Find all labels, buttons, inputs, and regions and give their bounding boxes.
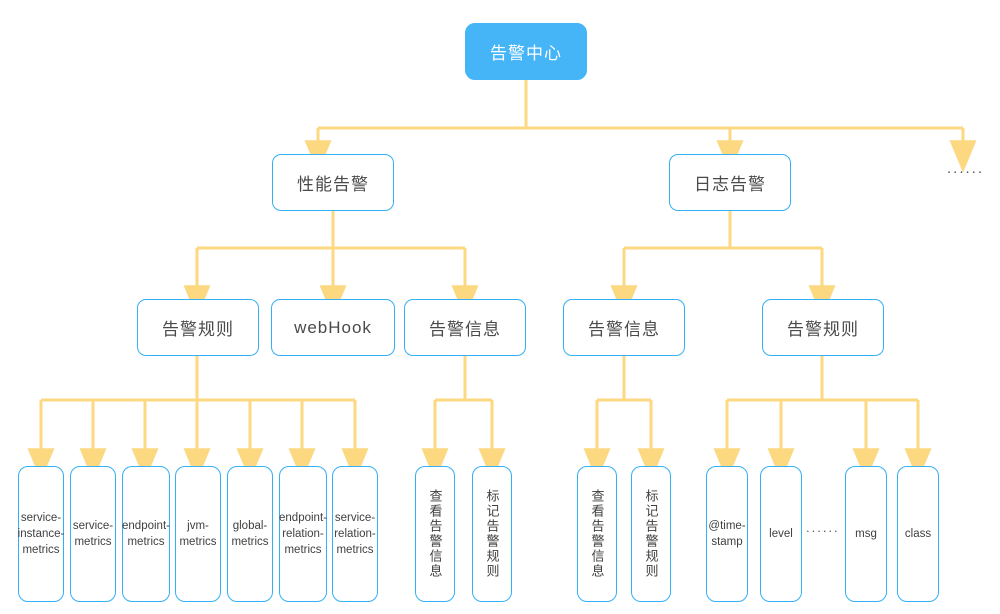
leaf-mark-alarm-rule-log-label: 标记告警规则 — [643, 489, 659, 579]
node-log-alarm-label: 日志告警 — [694, 175, 766, 194]
leaf-jvm-metrics[interactable]: jvm- metrics — [175, 466, 221, 602]
leaf-mark-alarm-rule-log[interactable]: 标记告警规则 — [631, 466, 671, 602]
leaf-mark-alarm-rule-performance-label: 标记告警规则 — [484, 489, 500, 579]
leaf-service-instance-metrics[interactable]: service- instance- metrics — [18, 466, 64, 602]
node-log-alarm-rules[interactable]: 告警规则 — [762, 299, 884, 356]
leaf-service-metrics-label: service- metrics — [72, 520, 114, 548]
leaf-mark-alarm-rule-performance[interactable]: 标记告警规则 — [472, 466, 512, 602]
leaf-msg-label: msg — [855, 528, 877, 540]
node-performance-webhook[interactable]: webHook — [271, 299, 395, 356]
leaf-class-label: class — [904, 528, 932, 540]
node-root-alarm-center[interactable]: 告警中心 — [465, 23, 587, 80]
node-performance-alarm-label: 性能告警 — [297, 175, 369, 194]
leaf-class[interactable]: class — [897, 466, 939, 602]
leaf-timestamp-label: @time- stamp — [708, 520, 746, 548]
leaf-endpoint-relation-metrics[interactable]: endpoint- relation- metrics — [279, 466, 327, 602]
leaf-log-rules-ellipsis: ...... — [806, 520, 840, 535]
leaf-level[interactable]: level — [760, 466, 802, 602]
leaf-view-alarm-message-log-label: 查看告警信息 — [589, 489, 605, 579]
leaf-service-relation-metrics-label: service- relation- metrics — [334, 512, 376, 556]
node-level2-ellipsis: ...... — [947, 160, 985, 177]
node-log-alarm-messages[interactable]: 告警信息 — [563, 299, 685, 356]
node-performance-alarm[interactable]: 性能告警 — [272, 154, 394, 211]
node-log-alarm[interactable]: 日志告警 — [669, 154, 791, 211]
node-log-alarm-rules-label: 告警规则 — [787, 320, 859, 339]
node-log-alarm-messages-label: 告警信息 — [588, 320, 660, 339]
leaf-view-alarm-message-log[interactable]: 查看告警信息 — [577, 466, 617, 602]
leaf-endpoint-metrics[interactable]: endpoint- metrics — [122, 466, 170, 602]
leaf-global-metrics[interactable]: global- metrics — [227, 466, 273, 602]
leaf-endpoint-relation-metrics-label: endpoint- relation- metrics — [279, 512, 327, 556]
leaf-service-instance-metrics-label: service- instance- metrics — [17, 512, 65, 556]
leaf-level-label: level — [769, 528, 793, 540]
leaf-endpoint-metrics-label: endpoint- metrics — [122, 520, 170, 548]
leaf-jvm-metrics-label: jvm- metrics — [179, 520, 217, 548]
leaf-service-metrics[interactable]: service- metrics — [70, 466, 116, 602]
leaf-view-alarm-message-performance-label: 查看告警信息 — [427, 489, 443, 579]
node-performance-alarm-messages[interactable]: 告警信息 — [404, 299, 526, 356]
leaf-view-alarm-message-performance[interactable]: 查看告警信息 — [415, 466, 455, 602]
node-performance-alarm-rules[interactable]: 告警规则 — [137, 299, 259, 356]
leaf-msg[interactable]: msg — [845, 466, 887, 602]
node-performance-alarm-messages-label: 告警信息 — [429, 320, 501, 339]
leaf-timestamp[interactable]: @time- stamp — [706, 466, 748, 602]
leaf-global-metrics-label: global- metrics — [231, 520, 269, 548]
node-performance-webhook-label: webHook — [294, 317, 372, 337]
leaf-service-relation-metrics[interactable]: service- relation- metrics — [332, 466, 378, 602]
node-performance-alarm-rules-label: 告警规则 — [162, 320, 234, 339]
node-root-label: 告警中心 — [490, 44, 562, 63]
